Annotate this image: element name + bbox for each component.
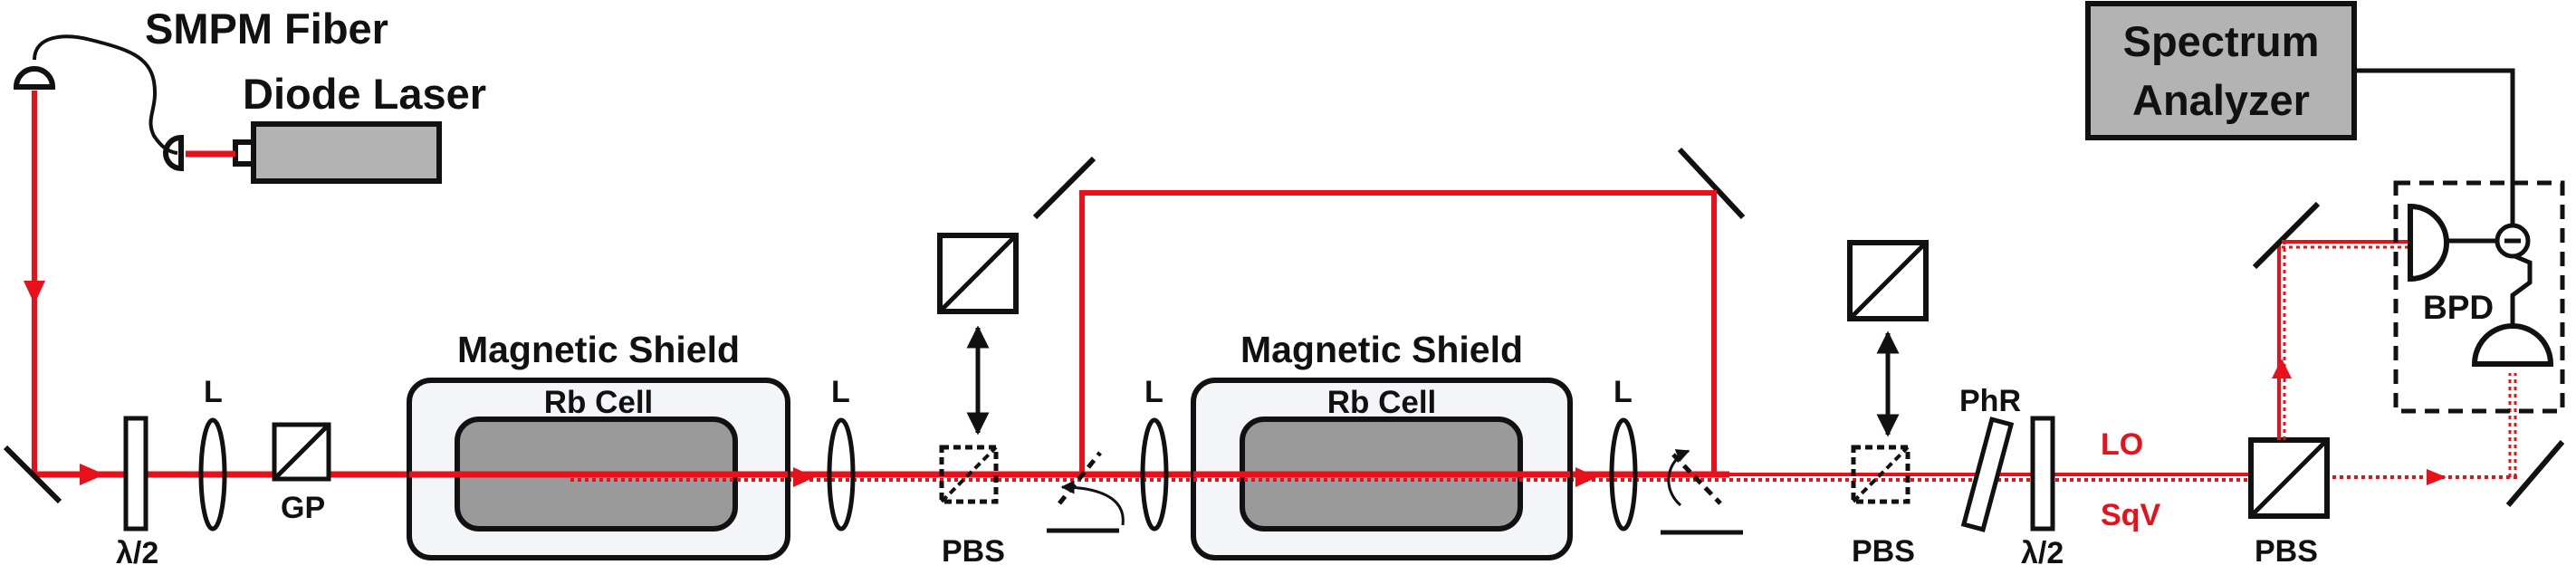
bpd-detector-bottom	[2471, 323, 2554, 367]
halfwave-1-label: λ/2	[116, 536, 158, 565]
beam-arrow-1	[80, 464, 105, 485]
smpm-fiber-cable	[33, 34, 178, 155]
diode-laser	[233, 121, 442, 184]
shield-2-label: Magnetic Shield	[1240, 329, 1523, 370]
cell-1-label: Rb Cell	[544, 385, 654, 420]
lens-4-label: L	[1614, 375, 1633, 409]
lens-2-label: L	[831, 375, 850, 409]
halfwave-2-label: λ/2	[2021, 536, 2064, 565]
rotation-arrow-2	[1667, 449, 1690, 507]
bpd-label: BPD	[2423, 289, 2494, 326]
halfwave-plate-1	[123, 416, 148, 531]
shield-1-label: Magnetic Shield	[457, 329, 740, 370]
rotation-arrow-1	[1060, 480, 1125, 526]
pbs-2-removable	[1851, 445, 1910, 504]
beam-arrow-3	[1575, 467, 1597, 487]
bpd-enclosure	[2393, 180, 2565, 414]
pbs-3-label: PBS	[2255, 534, 2318, 565]
analyzer-cable	[2354, 68, 2515, 225]
analyzer-label-1: Spectrum	[2123, 17, 2320, 65]
mirror-upper-right	[2252, 201, 2321, 270]
glan-polarizer	[272, 422, 331, 482]
mirror-lower-right	[2505, 440, 2565, 507]
pbs-1-label: PBS	[942, 534, 1005, 565]
lens-2	[827, 417, 856, 531]
ring-mirror-top-left	[1032, 156, 1096, 220]
fiber-coupler-output	[13, 66, 56, 90]
pbs-2-alternate	[1847, 240, 1929, 321]
bpd-wire-bottom	[2510, 253, 2533, 326]
sqv-label: SqV	[2101, 498, 2160, 532]
analyzer-label-2: Analyzer	[2132, 76, 2310, 124]
fiber-label: SMPM Fiber	[145, 5, 388, 53]
phr-label: PhR	[1959, 384, 2021, 418]
ring-beam-path	[1079, 190, 1717, 473]
pbs-3	[2248, 437, 2330, 519]
pbs-2-label: PBS	[1852, 534, 1915, 565]
lens-1	[198, 417, 227, 531]
lo-label: LO	[2101, 427, 2143, 462]
lens-3-label: L	[1144, 375, 1164, 409]
bpd-detector-top	[2408, 203, 2449, 282]
beam-arrow-down	[24, 281, 45, 304]
input-mirror	[3, 445, 62, 504]
ring-mirror-top-right	[1677, 147, 1746, 220]
beam-arrow-4	[2427, 469, 2447, 485]
laser-label: Diode Laser	[243, 70, 486, 118]
pbs-1-removable	[939, 445, 999, 504]
pbs-1-alternate	[937, 233, 1019, 314]
lens-4	[1609, 417, 1638, 531]
lens-1-label: L	[204, 375, 223, 409]
lens-3	[1140, 417, 1169, 531]
pickoff-mirror-2	[1671, 453, 1722, 505]
beam-arrow-up	[2272, 359, 2292, 378]
pickoff-mirror-1	[1058, 451, 1102, 505]
phase-retarder	[1960, 417, 2015, 532]
cell-2-label: Rb Cell	[1327, 385, 1437, 420]
spectrum-analyzer	[2085, 1, 2357, 140]
halfwave-plate-2	[2030, 416, 2055, 531]
beam-arrow-2	[793, 467, 815, 487]
gp-label: GP	[281, 491, 325, 525]
